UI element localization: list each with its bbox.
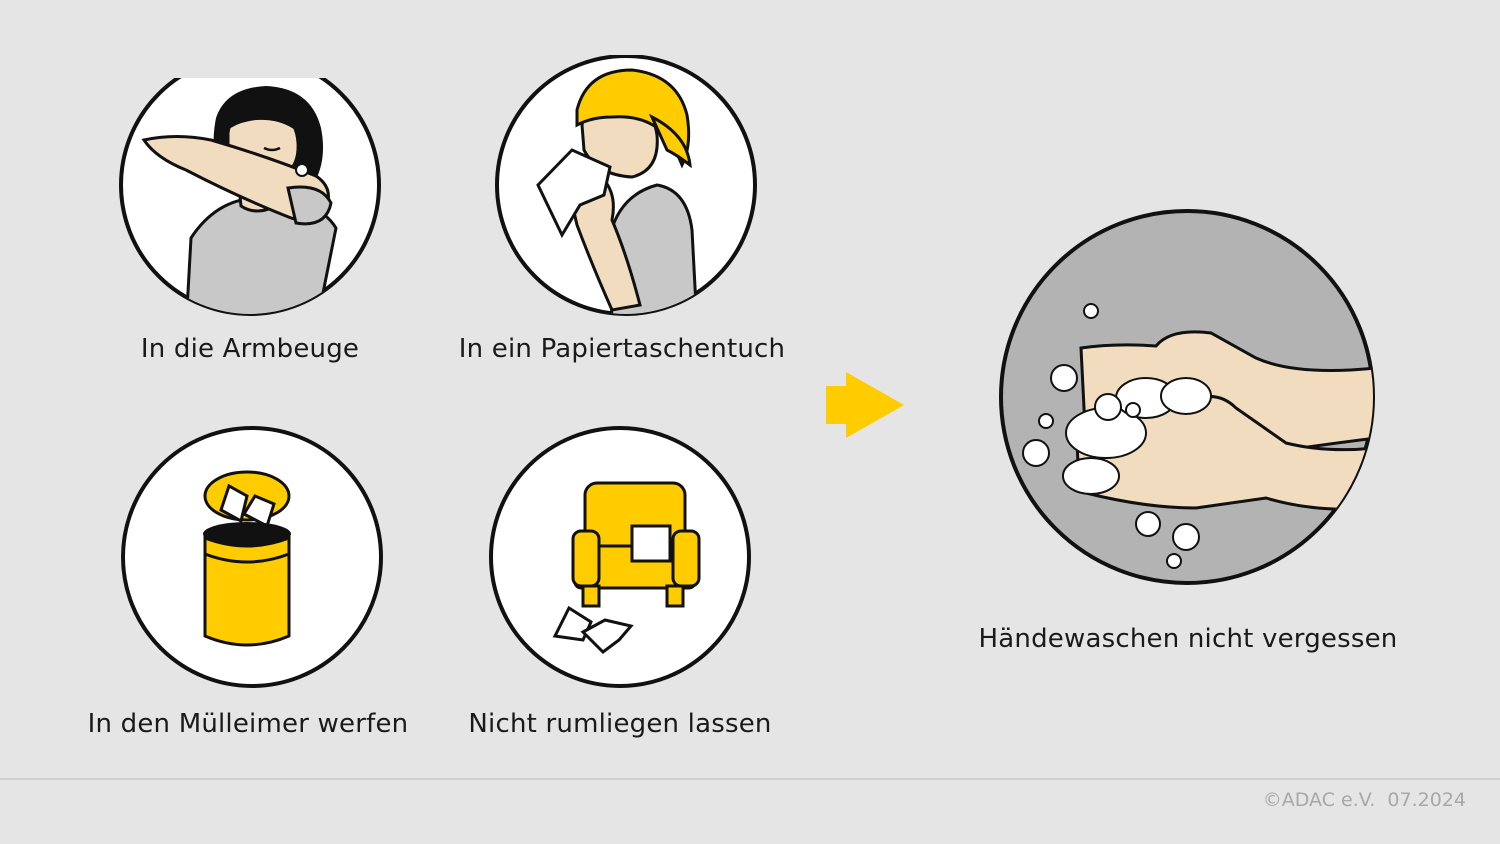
armchair-with-tissues-on-floor-icon xyxy=(489,426,751,688)
caption-tissue: In ein Papiertaschentuch xyxy=(458,334,786,364)
person-sneezing-into-tissue-icon xyxy=(495,55,757,316)
date-text: 07.2024 xyxy=(1387,789,1466,811)
caption-elbow: In die Armbeuge xyxy=(140,334,360,364)
footer-divider xyxy=(0,778,1500,780)
footer-credit: ©ADAC e.V. 07.2024 xyxy=(1263,789,1466,811)
person-sneezing-into-elbow-icon xyxy=(119,78,381,316)
hand-washing-icon xyxy=(999,209,1375,585)
caption-bin: In den Mülleimer werfen xyxy=(87,709,409,739)
caption-floor: Nicht rumliegen lassen xyxy=(468,709,772,739)
arrow-right-icon xyxy=(826,372,904,438)
caption-wash: Händewaschen nicht vergessen xyxy=(978,624,1398,654)
copyright-text: ©ADAC e.V. xyxy=(1262,789,1376,811)
trash-bin-with-tissues-icon xyxy=(121,426,383,688)
